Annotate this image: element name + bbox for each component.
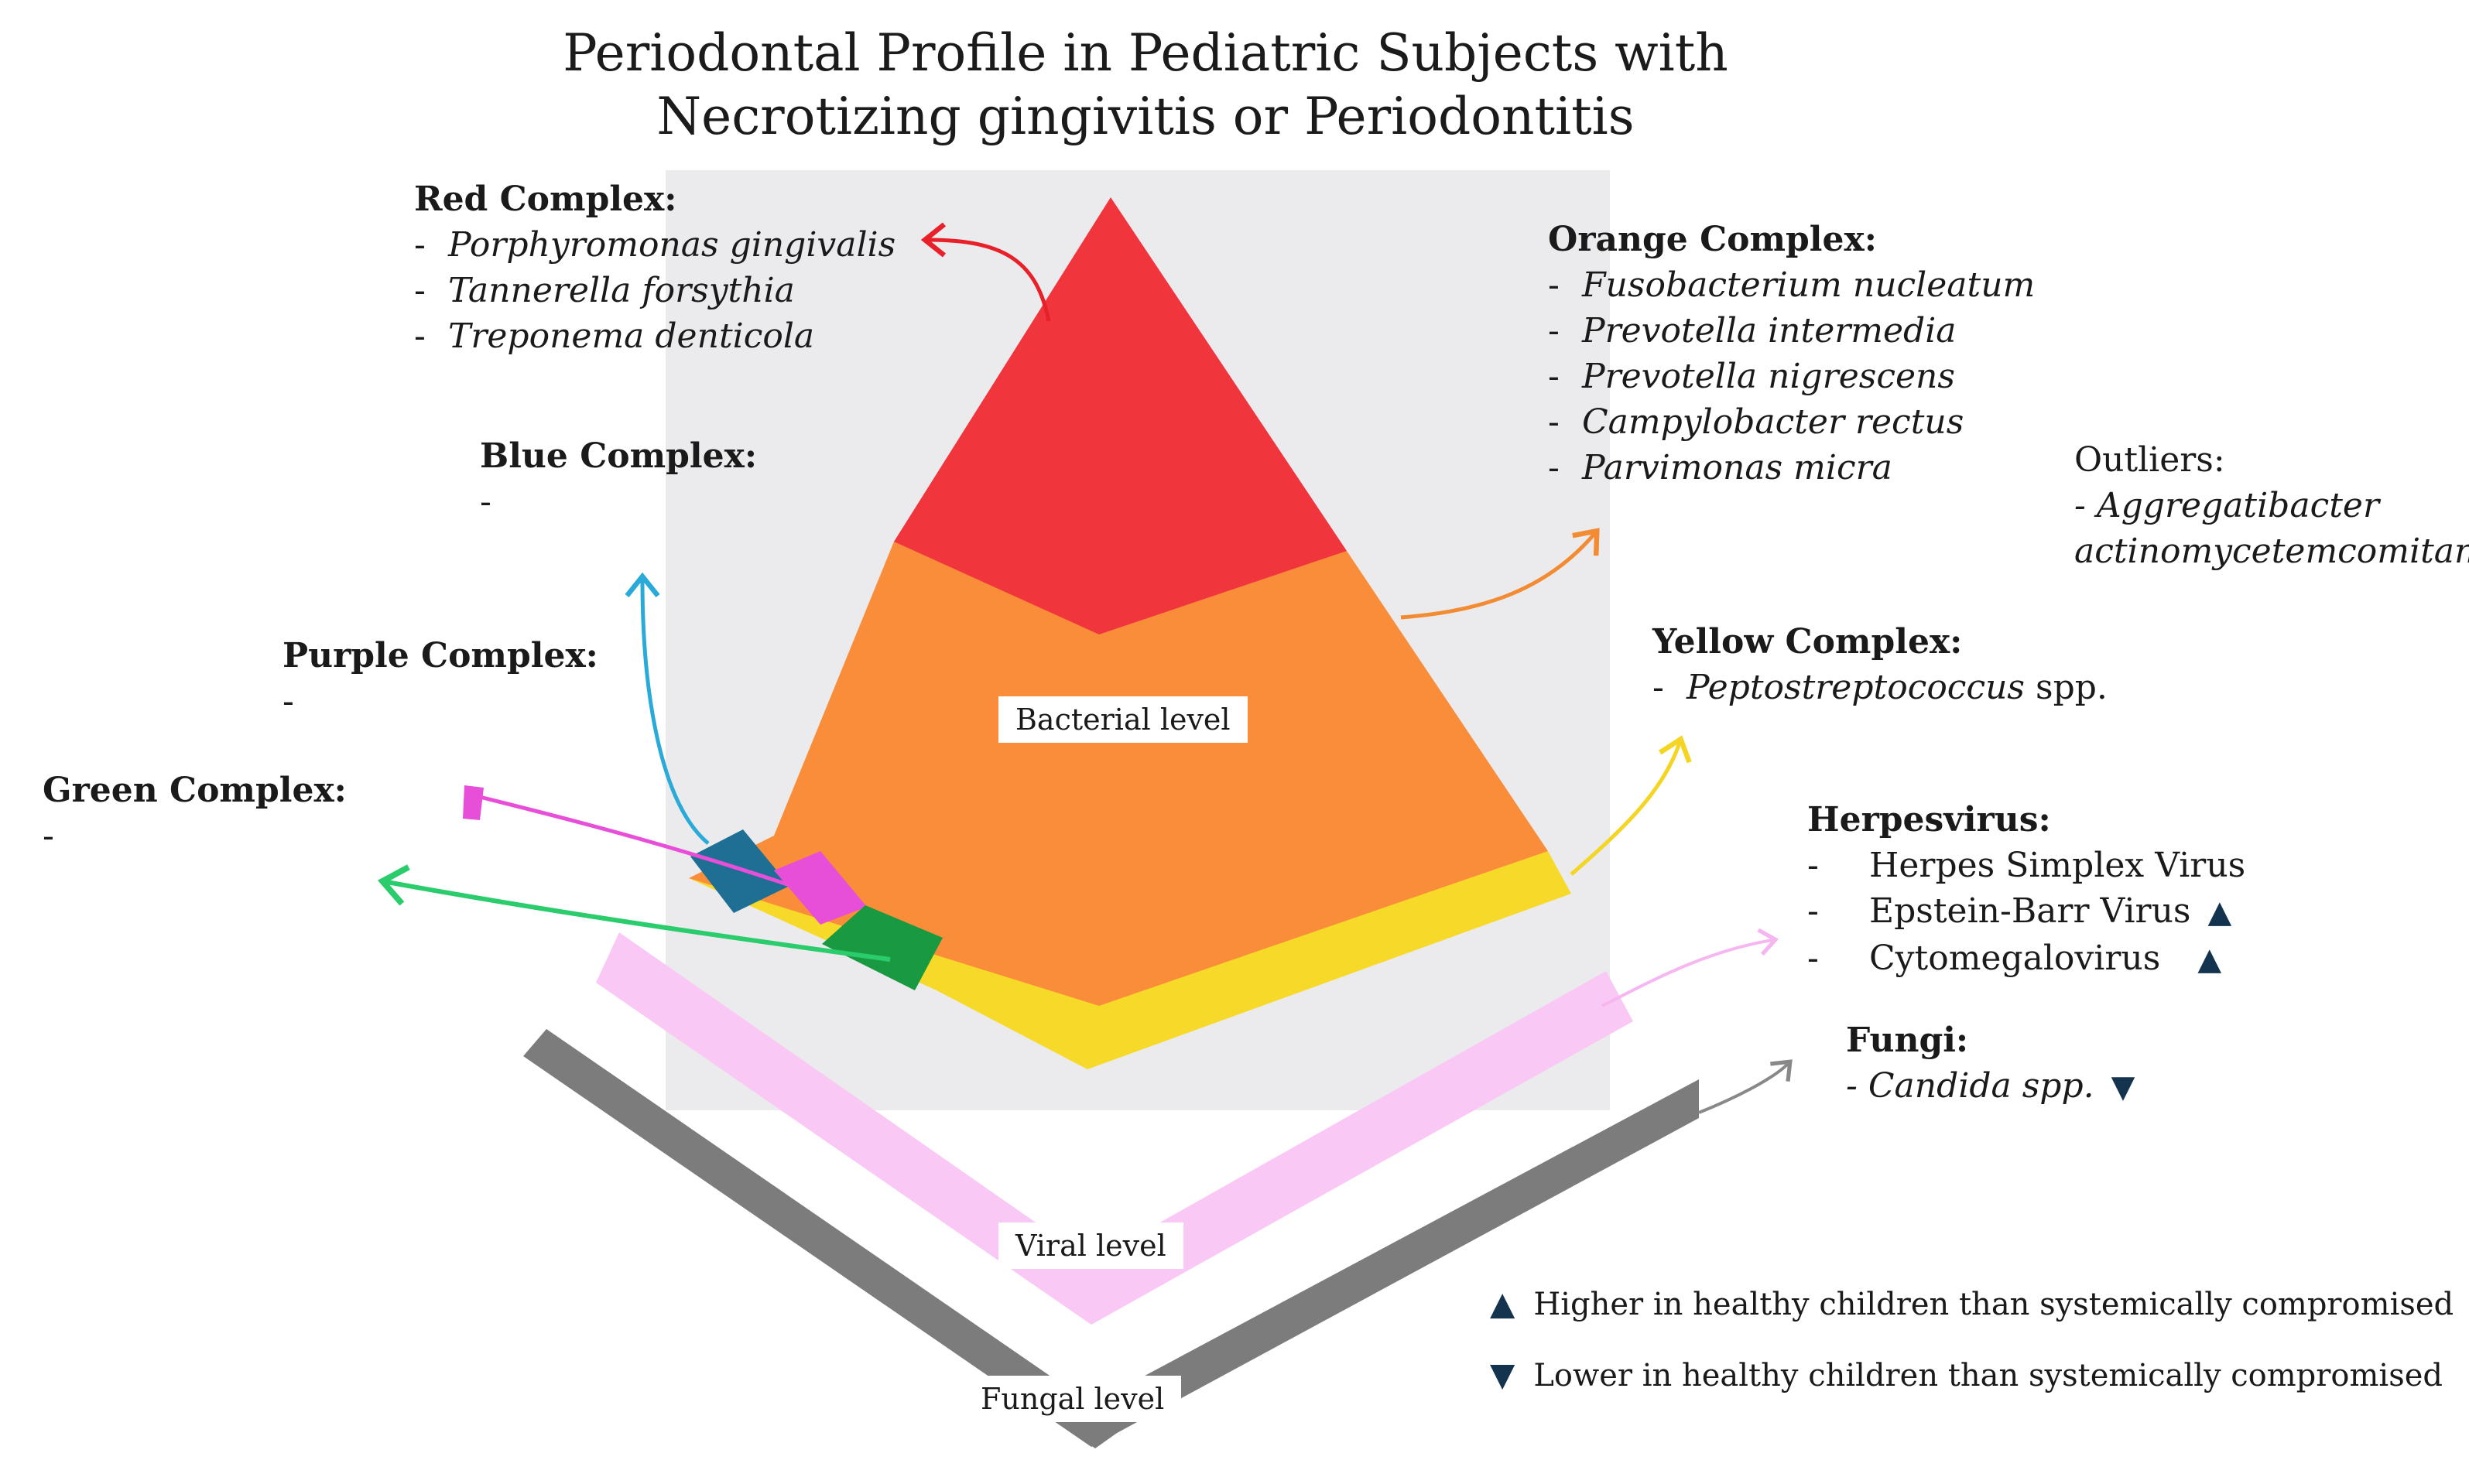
- title-line-1: Periodontal Profile in Pediatric Subject…: [563, 23, 1728, 83]
- bacterial-level-label: Bacterial level: [998, 696, 1248, 743]
- legend-higher: ▲Higher in healthy children than systemi…: [1490, 1284, 2454, 1322]
- herpesvirus-item: -Herpes Simplex Virus: [1807, 846, 2246, 885]
- yellow-complex-arrow: [1570, 735, 1692, 876]
- outliers-block: Outliers: - Aggregatibacter actinomycete…: [2074, 437, 2469, 574]
- up-triangle-icon: ▲: [2197, 942, 2222, 977]
- yellow-complex-block: Yellow Complex: -Peptostreptococcus spp.: [1652, 619, 2108, 710]
- fungal-level-band: [523, 1029, 1699, 1447]
- legend-lower: ▼Lower in healthy children than systemic…: [1490, 1356, 2443, 1393]
- down-triangle-icon: ▼: [2111, 1069, 2135, 1105]
- fungal-level-tip: [1060, 1424, 1130, 1448]
- blue-complex-heading: Blue Complex:: [480, 436, 758, 476]
- purple-complex-segment: [774, 851, 867, 925]
- red-complex-arrow: [920, 222, 1051, 322]
- blue-complex-item: -: [480, 482, 491, 521]
- outliers-heading: Outliers:: [2074, 440, 2225, 480]
- red-complex-item: -Tannerella forsythia: [414, 271, 795, 310]
- down-triangle-icon: ▼: [1490, 1356, 1515, 1393]
- purple-complex-item: -: [283, 682, 294, 721]
- red-complex-item: -Porphyromonas gingivalis: [414, 225, 896, 265]
- purple-complex-arrow: [479, 795, 848, 908]
- title-line-2: Necrotizing gingivitis or Periodontitis: [656, 87, 1635, 146]
- herpesvirus-item: -Cytomegalovirus▲: [1807, 939, 2222, 978]
- herpesvirus-heading: Herpesvirus:: [1807, 800, 2051, 839]
- orange-complex-item: -Fusobacterium nucleatum: [1548, 265, 2036, 305]
- outliers-item: actinomycetemcomitans: [2074, 532, 2469, 571]
- purple-complex-heading: Purple Complex:: [283, 636, 598, 675]
- fungi-block: Fungi: - Candida spp.▼: [1846, 1017, 2135, 1110]
- orange-complex-item: -Parvimonas micra: [1548, 448, 1892, 487]
- orange-complex-item: -Prevotella nigrescens: [1548, 357, 1955, 396]
- purple-arrow-head: [463, 785, 484, 820]
- orange-complex-item: -Campylobacter rectus: [1548, 402, 1964, 442]
- orange-complex-block: Orange Complex: -Fusobacterium nucleatum…: [1548, 217, 2035, 491]
- green-complex-segment: [822, 905, 943, 990]
- yellow-complex-heading: Yellow Complex:: [1652, 622, 1963, 662]
- orange-complex-item: -Prevotella intermedia: [1548, 311, 1957, 350]
- orange-complex-area: [689, 542, 1548, 1006]
- fungi-arrow: [1698, 1059, 1793, 1114]
- green-complex-block: Green Complex: -: [43, 768, 347, 859]
- green-complex-arrow: [377, 864, 891, 962]
- yellow-complex-item: -Peptostreptococcus spp.: [1652, 668, 2108, 707]
- red-complex-area: [894, 197, 1347, 634]
- red-complex-block: Red Complex: -Porphyromonas gingivalis -…: [414, 176, 895, 359]
- blue-complex-arrow: [625, 572, 710, 845]
- up-triangle-icon: ▲: [1490, 1284, 1515, 1322]
- orange-complex-heading: Orange Complex:: [1548, 220, 1877, 259]
- up-triangle-icon: ▲: [2207, 894, 2232, 930]
- herpesvirus-item: -Epstein-Barr Virus▲: [1807, 891, 2232, 931]
- fungal-level-label: Fungal level: [964, 1376, 1182, 1422]
- herpesvirus-block: Herpesvirus: -Herpes Simplex Virus -Epst…: [1807, 797, 2245, 983]
- outliers-item: - Aggregatibacter: [2074, 486, 2379, 525]
- green-complex-item: -: [43, 816, 54, 856]
- red-complex-heading: Red Complex:: [414, 180, 677, 219]
- fungi-item: - Candida spp.▼: [1846, 1066, 2135, 1106]
- orange-complex-arrow: [1400, 528, 1600, 620]
- purple-complex-block: Purple Complex: -: [283, 633, 598, 724]
- blue-complex-segment: [690, 829, 789, 913]
- blue-complex-block: Blue Complex: -: [480, 433, 757, 525]
- viral-level-label: Viral level: [998, 1222, 1183, 1269]
- green-complex-heading: Green Complex:: [43, 771, 347, 810]
- viral-level-band: [596, 932, 1633, 1325]
- red-complex-item: -Treponema denticola: [414, 316, 815, 356]
- fungi-heading: Fungi:: [1846, 1021, 1969, 1060]
- herpesvirus-arrow: [1601, 928, 1779, 1007]
